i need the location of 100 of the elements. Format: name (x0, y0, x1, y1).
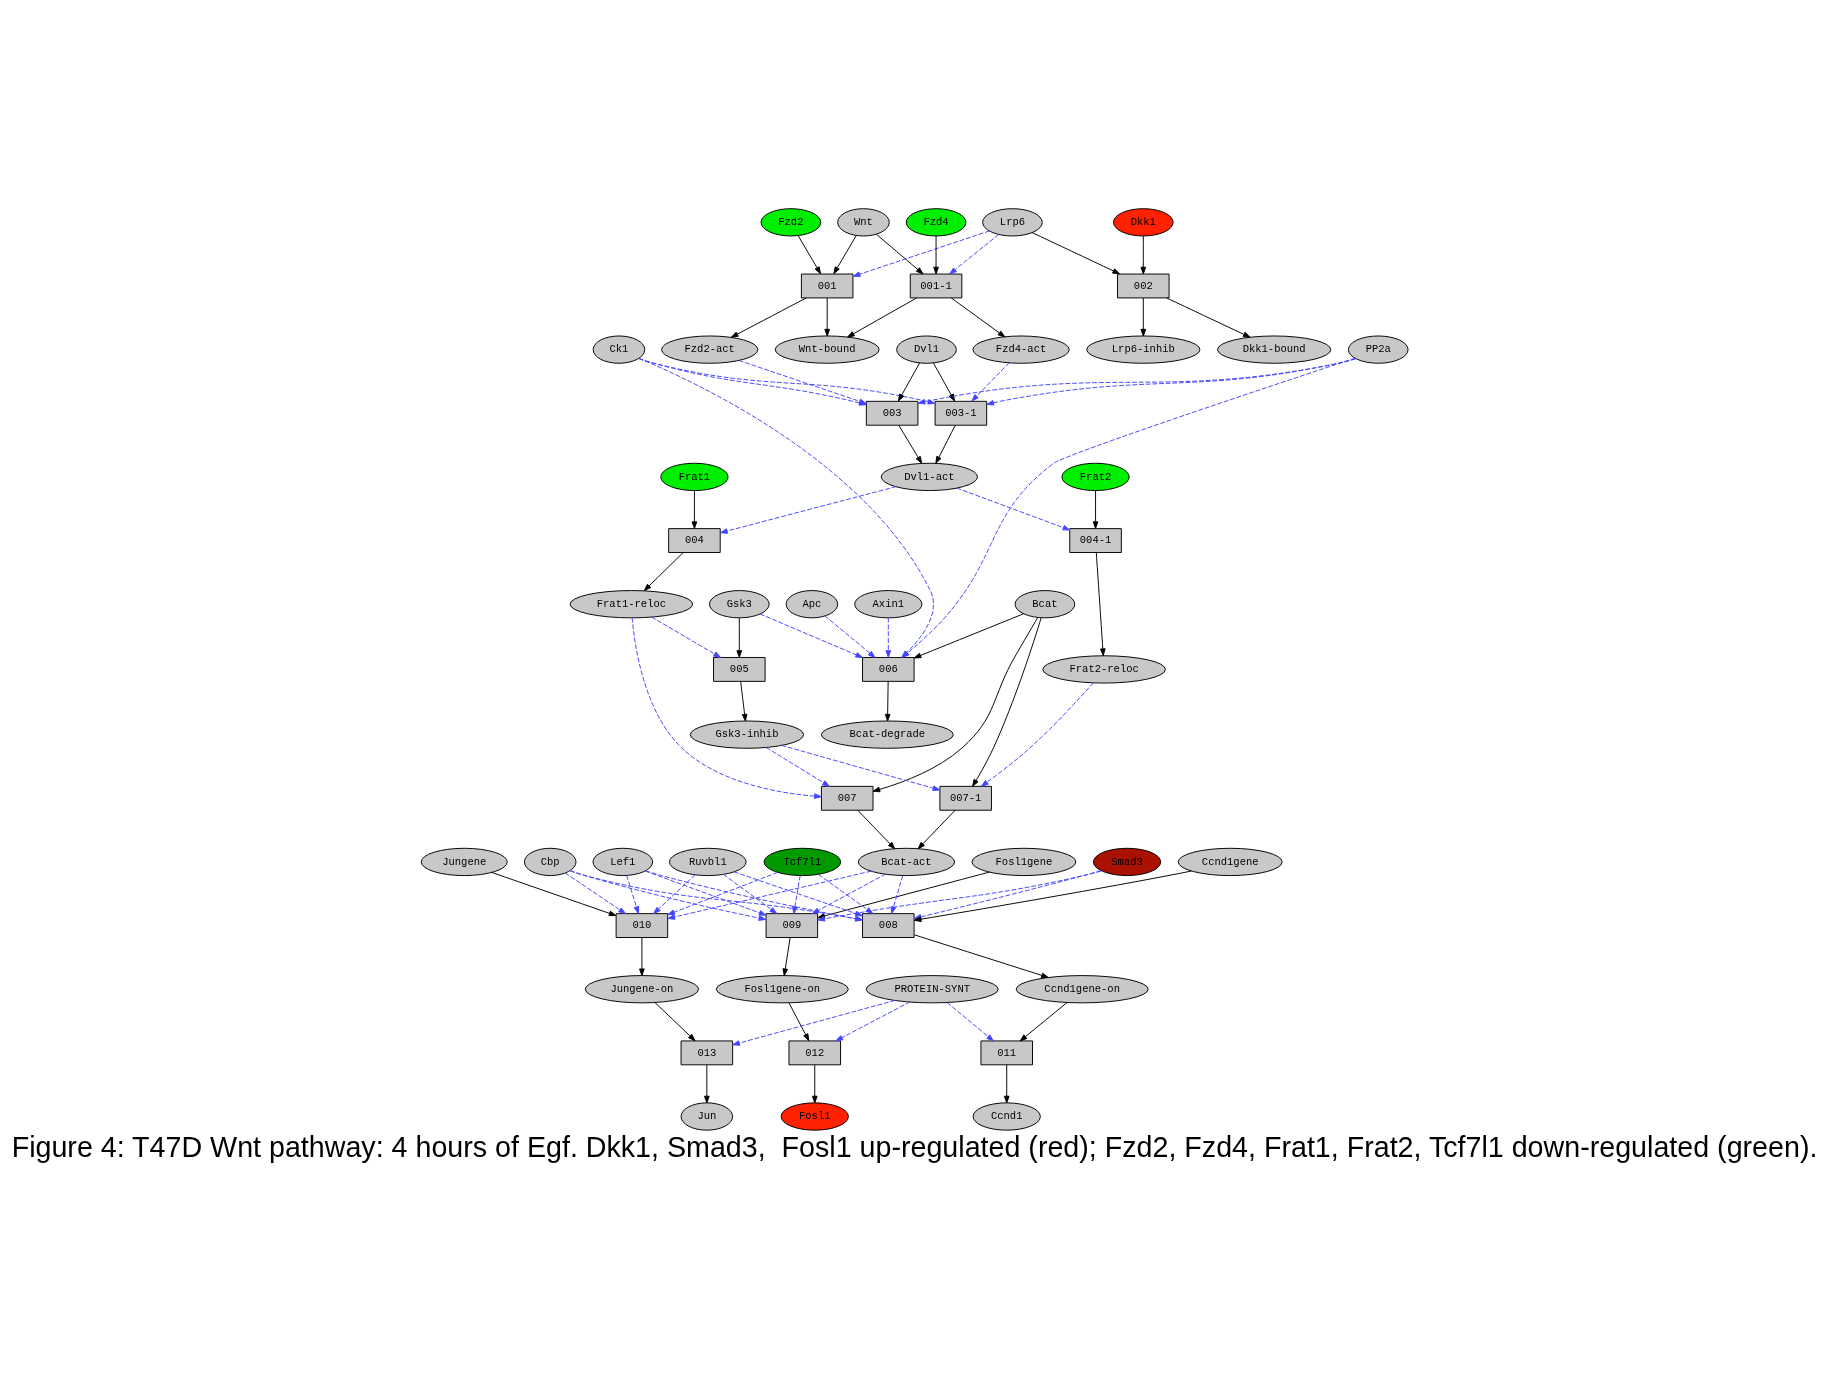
arrow (782, 936, 791, 976)
arrow (626, 874, 640, 914)
arrow (564, 872, 626, 914)
arrow (852, 230, 990, 277)
arrow (797, 234, 821, 274)
arrow (781, 744, 941, 791)
node-ellipse: Fosl1gene-on (715, 974, 849, 1003)
arrow (986, 357, 1357, 406)
arrow (835, 1000, 911, 1041)
node-ellipse: Ccnd1 (972, 1101, 1041, 1131)
node-ellipse: PROTEIN-SYNT (865, 974, 999, 1003)
arrow (1031, 231, 1121, 274)
caption: Figure 4: T47D Wnt pathway: 4 hours of Egf. Dkk1, Smad3, Fosl1 up-regulated (red); Fzd2, Fzd4, Frat1, Frat2, Tcf7l1 down-regulated (green). (11, 1130, 1818, 1163)
node-ellipse: Fosl1 (780, 1101, 849, 1131)
arrow (917, 809, 956, 849)
node-ellipse: Axin1 (854, 589, 923, 618)
arrow (720, 485, 897, 534)
arrow (917, 357, 1357, 404)
arrow (1019, 1001, 1068, 1041)
node-box: 012 (788, 1039, 842, 1065)
node-box: 013 (680, 1039, 734, 1065)
node-box: 001 (800, 273, 854, 298)
arrow (631, 616, 822, 799)
arrow (639, 936, 645, 976)
arrow (890, 874, 904, 914)
node-ellipse: Frat2-reloc (1042, 654, 1166, 684)
node-ellipse: Frat1 (660, 462, 729, 491)
arrow (857, 809, 896, 849)
node-ellipse: Fzd2 (760, 207, 822, 236)
node-ellipse: Fzd4-act (972, 335, 1070, 364)
arrow (1095, 551, 1106, 656)
node-box: 002 (1117, 273, 1170, 298)
arrow (833, 234, 857, 274)
node-box: 003-1 (934, 400, 988, 426)
node-box: 004-1 (1069, 527, 1122, 553)
node-ellipse: Bcat (1014, 589, 1076, 618)
arrow (932, 361, 956, 401)
node-box: 008 (862, 912, 915, 938)
arrow (730, 296, 807, 338)
arrow (765, 746, 830, 787)
node-ellipse: PP2a (1347, 335, 1409, 364)
arrow (811, 1063, 818, 1103)
node-ellipse: Ck1 (592, 335, 646, 364)
node-box: 001-1 (909, 273, 963, 298)
node-ellipse: Fzd2-act (661, 335, 759, 364)
arrow (956, 487, 1071, 530)
arrow (913, 612, 1024, 658)
arrow (972, 616, 1042, 787)
arrow (935, 424, 956, 464)
node-ellipse: Jungene-on (584, 974, 699, 1003)
node-ellipse: Wnt-bound (774, 335, 880, 364)
arrow (875, 233, 924, 274)
arrow (971, 361, 1010, 401)
arrow (736, 617, 743, 658)
arrow (847, 296, 918, 338)
node-box: 011 (980, 1039, 1033, 1065)
arrow (740, 680, 748, 721)
node-ellipse: Bcat-act (857, 847, 956, 876)
arrow (885, 617, 892, 658)
node-ellipse: Jun (680, 1101, 734, 1131)
arrow (653, 873, 696, 914)
arrow (569, 869, 767, 921)
node-ellipse: Fzd4 (905, 207, 967, 236)
node-ellipse: Tcf7l1 (763, 847, 842, 876)
arrow (898, 424, 923, 464)
node-ellipse: Bcat-degrade (820, 720, 954, 749)
node-box: 009 (765, 912, 819, 938)
node-box: 003 (865, 400, 919, 426)
node-box: 010 (615, 912, 669, 938)
arrow (792, 874, 801, 914)
node-ellipse: Jungene (420, 847, 508, 876)
arrow (872, 616, 1039, 792)
node-ellipse: Lrp6-inhib (1086, 335, 1201, 364)
node-ellipse: Ccnd1gene (1177, 847, 1283, 876)
node-box: 007 (820, 785, 874, 811)
node-ellipse: Smad3 (1092, 847, 1162, 876)
arrow (1092, 489, 1099, 529)
arrow (491, 871, 617, 916)
node-ellipse: Fosl1gene (971, 847, 1077, 876)
arrow (884, 680, 891, 721)
arrow (913, 933, 1049, 978)
node-ellipse: Frat2 (1061, 462, 1130, 491)
node-ellipse: Dvl1-act (880, 462, 978, 491)
node-box: 004 (668, 527, 721, 553)
arrow (946, 1001, 994, 1041)
arrow (667, 871, 779, 915)
arrow (644, 870, 767, 916)
node-ellipse: Gsk3-inhib (689, 720, 805, 749)
node-ellipse: Dkk1-bound (1217, 335, 1332, 364)
arrow (723, 873, 778, 914)
node-box: 006 (862, 656, 915, 682)
node-ellipse: Frat1-reloc (569, 589, 694, 618)
arrow (1003, 1063, 1010, 1103)
node-ellipse: Gsk3 (709, 589, 770, 618)
arrow (824, 614, 876, 658)
arrow (980, 681, 1094, 787)
arrow (1166, 296, 1251, 338)
node-ellipse: Ruvbl1 (669, 847, 747, 876)
node-ellipse: Lef1 (592, 847, 654, 876)
arrow (949, 233, 999, 274)
